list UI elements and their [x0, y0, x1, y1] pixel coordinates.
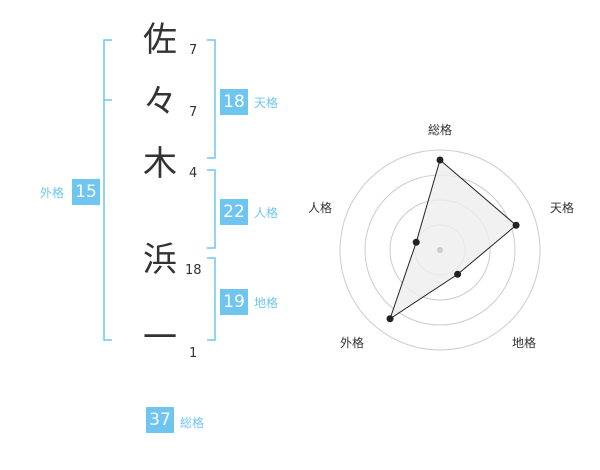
stroke-count-4: 18 [185, 263, 202, 278]
radar-axis-label-soukaku: 総格 [428, 123, 453, 137]
radar-point-2 [454, 270, 462, 278]
soukaku-label: 総格 [180, 416, 205, 430]
radar-point-4 [412, 238, 420, 246]
radar-point-0 [436, 156, 444, 164]
chikaku-label: 地格 [254, 296, 279, 310]
tenkaku-label: 天格 [254, 96, 279, 110]
name-char-5: 一 [143, 318, 177, 358]
name-char-1: 佐 [143, 20, 177, 60]
gaikaku-label: 外格 [40, 186, 65, 200]
chikaku-value: 19 [220, 289, 248, 315]
jinkaku-value: 22 [220, 199, 248, 225]
radar-point-1 [512, 221, 520, 229]
tenkaku-bracket [207, 39, 216, 159]
gaikaku-value: 15 [72, 179, 100, 205]
radar-axis-label-jinkaku: 人格 [308, 201, 333, 215]
radar-axis-label-tenkaku: 天格 [550, 201, 575, 215]
name-char-3: 木 [143, 144, 177, 184]
radar-grid-ring [339, 149, 541, 351]
stroke-count-1: 7 [189, 43, 198, 58]
gaikaku-bracket [103, 39, 112, 341]
soukaku-value: 37 [146, 407, 174, 433]
name-char-4: 浜 [143, 240, 177, 280]
jinkaku-label: 人格 [254, 206, 279, 220]
radar-center-dot [437, 247, 443, 253]
tenkaku-value: 18 [220, 89, 248, 115]
radar-series-polygon [389, 159, 517, 320]
stroke-count-2: 7 [189, 105, 198, 120]
jinkaku-bracket [207, 169, 216, 249]
stroke-count-5: 1 [189, 346, 198, 361]
name-char-2: 々 [143, 82, 177, 122]
stroke-count-3: 4 [189, 166, 198, 181]
radar-axis-label-chikaku: 地格 [512, 336, 537, 350]
chikaku-bracket [207, 257, 216, 341]
radar-point-3 [386, 315, 394, 323]
radar-axis-label-gaikaku: 外格 [340, 336, 365, 350]
